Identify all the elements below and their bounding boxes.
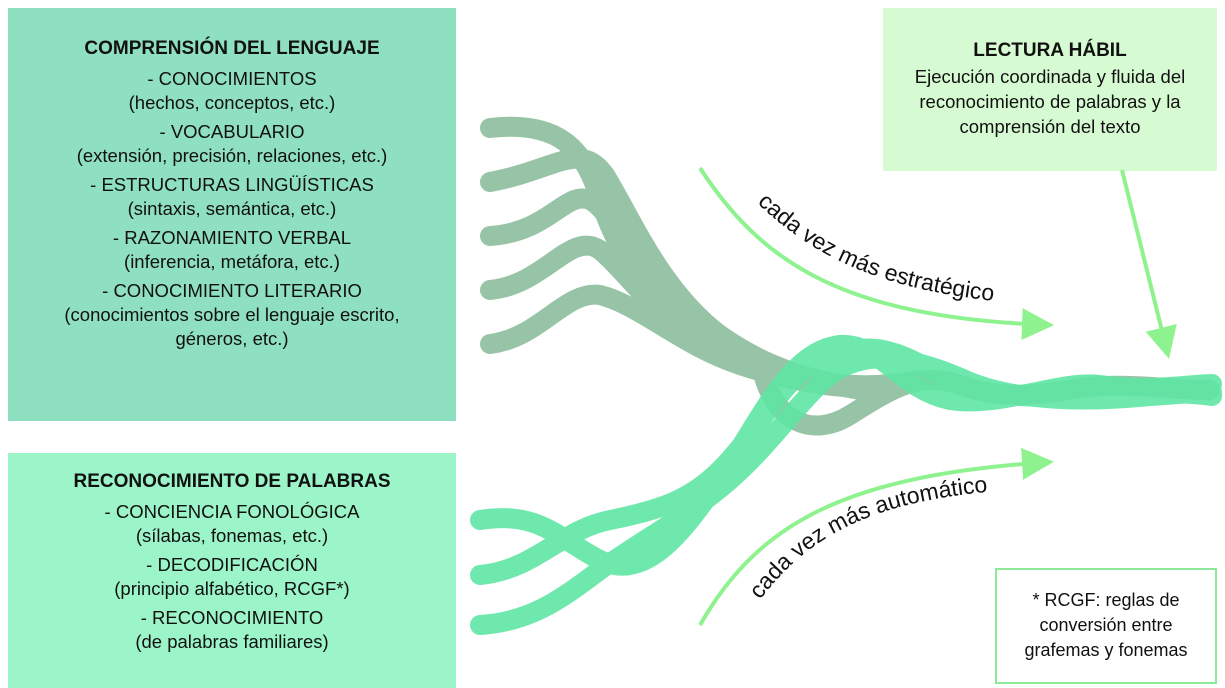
language-comprehension-title: COMPRENSIÓN DEL LENGUAJE — [84, 38, 380, 59]
footnote-box: * RCGF: reglas de conversión entre grafe… — [995, 568, 1217, 684]
item-heading: - CONOCIMIENTO LITERARIO — [102, 280, 362, 301]
item-heading: - ESTRUCTURAS LINGÜÍSTICAS — [90, 174, 374, 195]
comprehension-item-structures: - ESTRUCTURAS LINGÜÍSTICAS (sintaxis, se… — [8, 173, 456, 221]
item-heading: - VOCABULARIO — [159, 121, 305, 142]
arrow-strategic — [698, 166, 1054, 341]
recognition-item-decoding: - DECODIFICACIÓN (principio alfabético, … — [8, 553, 456, 601]
comprehension-item-knowledge: - CONOCIMIENTOS (hechos, conceptos, etc.… — [8, 67, 456, 115]
skilled-reading-box: LECTURA HÁBIL Ejecución coordinada y flu… — [883, 8, 1217, 171]
footnote-text: * RCGF: reglas de conversión entre grafe… — [1024, 590, 1188, 660]
item-detail: (extensión, precisión, relaciones, etc.) — [76, 145, 388, 166]
item-heading: - RECONOCIMIENTO — [140, 607, 324, 628]
recognition-item-sight: - RECONOCIMIENTO (de palabras familiares… — [8, 606, 456, 654]
label-strategic: cada vez más estratégico — [754, 188, 996, 306]
arrow-to-rope — [1120, 169, 1177, 359]
item-detail: (inferencia, metáfora, etc.) — [124, 251, 340, 272]
comprehension-item-reasoning: - RAZONAMIENTO VERBAL (inferencia, metáf… — [8, 226, 456, 274]
item-heading: - CONOCIMIENTOS — [147, 68, 317, 89]
word-recognition-box: RECONOCIMIENTO DE PALABRAS - CONCIENCIA … — [8, 453, 456, 688]
item-detail: (principio alfabético, RCGF*) — [114, 578, 350, 599]
item-heading: - CONCIENCIA FONOLÓGICA — [104, 501, 360, 522]
item-detail: (sintaxis, semántica, etc.) — [127, 198, 337, 219]
comprehension-item-vocabulary: - VOCABULARIO (extensión, precisión, rel… — [8, 120, 456, 168]
item-detail: (de palabras familiares) — [135, 631, 329, 652]
item-heading: - RAZONAMIENTO VERBAL — [112, 227, 352, 248]
skilled-reading-description: Ejecución coordinada y fluida del recono… — [914, 66, 1186, 137]
arrow-automatic — [698, 447, 1054, 626]
recognition-strands — [470, 334, 1222, 635]
item-heading: - DECODIFICACIÓN — [146, 554, 318, 575]
strand-sight — [470, 348, 1222, 635]
item-detail: (sílabas, fonemas, etc.) — [135, 525, 329, 546]
item-detail: (conocimientos sobre el lenguaje escrito… — [64, 304, 400, 349]
word-recognition-title: RECONOCIMIENTO DE PALABRAS — [73, 471, 391, 492]
item-detail: (hechos, conceptos, etc.) — [128, 92, 336, 113]
comprehension-item-literary: - CONOCIMIENTO LITERARIO (conocimientos … — [8, 279, 456, 351]
skilled-reading-title: LECTURA HÁBIL — [973, 40, 1127, 61]
recognition-item-phonological: - CONCIENCIA FONOLÓGICA (sílabas, fonema… — [8, 500, 456, 548]
language-comprehension-box: COMPRENSIÓN DEL LENGUAJE - CONOCIMIENTOS… — [8, 8, 456, 421]
